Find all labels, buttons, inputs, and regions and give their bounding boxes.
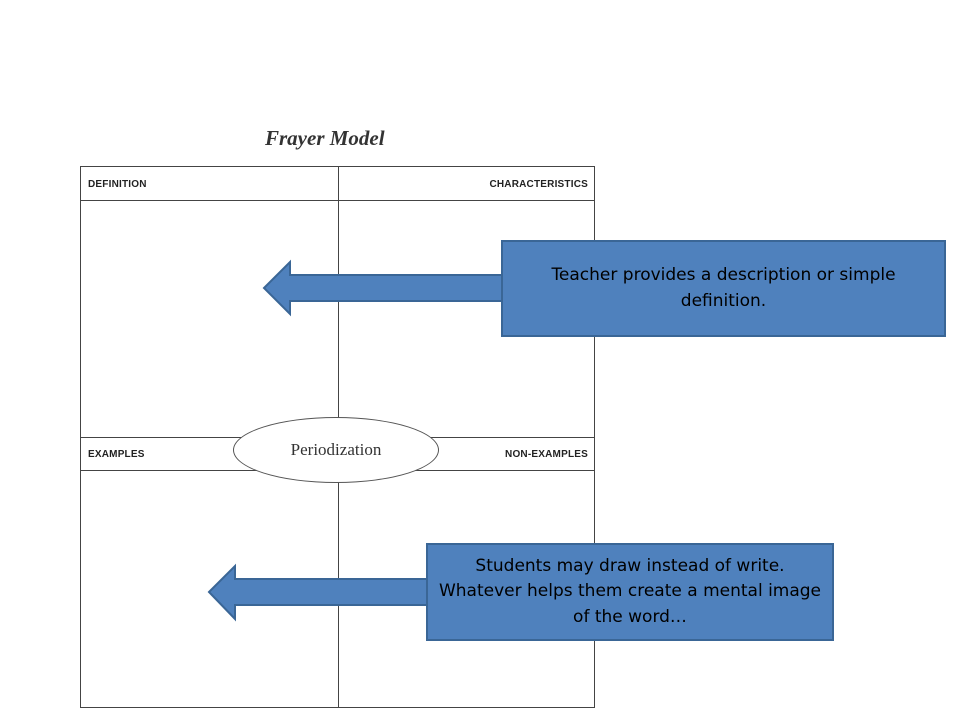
non-examples-header: NON-EXAMPLES [505,449,588,460]
definition-header: DEFINITION [88,179,147,190]
arrow-to-definition-icon [262,259,516,317]
examples-callout: Students may draw instead of write. What… [426,543,834,641]
frayer-model-title: Frayer Model [265,126,385,150]
center-word-oval: Periodization [233,417,439,483]
definition-callout: Teacher provides a description or simple… [501,240,946,337]
characteristics-header: CHARACTERISTICS [489,179,588,190]
center-word: Periodization [290,440,382,459]
top-header-divider [81,200,594,201]
definition-callout-text: Teacher provides a description or simple… [551,265,896,311]
examples-header: EXAMPLES [88,449,145,460]
frayer-model-grid: DEFINITION CHARACTERISTICS EXAMPLES NON-… [80,166,595,708]
examples-callout-text: Students may draw instead of write. What… [438,555,822,627]
arrow-to-examples-icon [207,563,441,622]
